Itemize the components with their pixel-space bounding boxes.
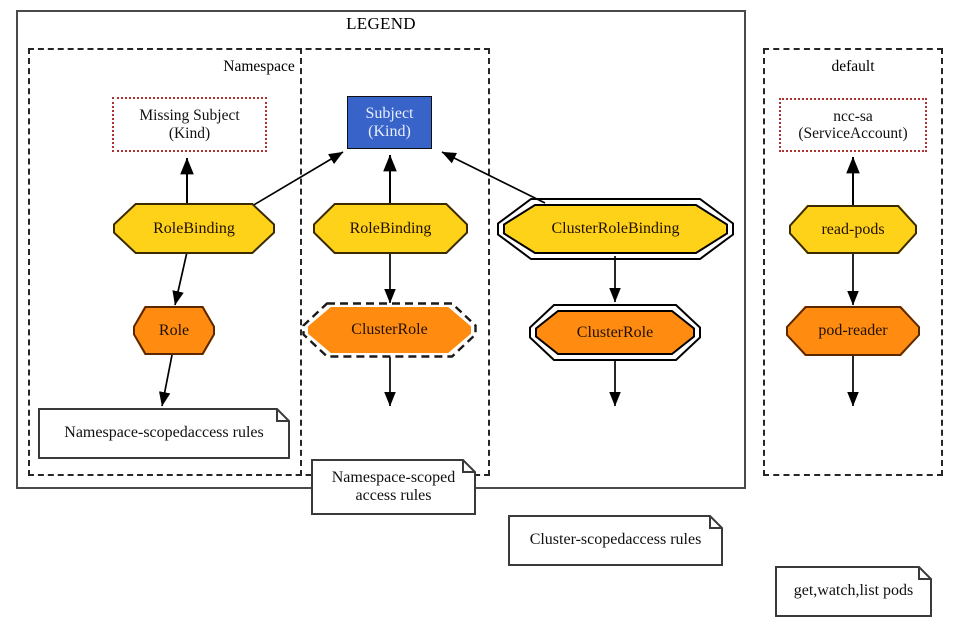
note-line1: Cluster-scopedaccess rules [529,531,702,549]
node-ncc-sa-line2: (ServiceAccount) [798,125,908,142]
cluster-default [763,48,943,476]
note-line2: access rules [355,487,432,504]
node-subject-line2: (Kind) [368,122,411,140]
note-cluster-rules[interactable]: Cluster-scopedaccess rules [508,515,723,566]
node-clusterrole-double[interactable]: ClusterRole [529,304,701,361]
cluster-namespace-title: Namespace [223,58,295,75]
note-line1: Namespace-scopedaccess rules [64,424,264,442]
namespace-subcluster-divider-1 [300,48,302,476]
node-ncc-sa-label: ncc-sa (ServiceAccount) [798,108,907,143]
note-line1: Namespace-scoped [331,468,456,486]
node-clusterrole-dashed-label: ClusterRole [308,307,471,353]
note-namespace-rules-left[interactable]: Namespace-scopedaccess rules [38,408,290,459]
diagram-canvas: LEGEND Namespace default [16,10,943,617]
node-role-label: Role [133,306,215,355]
node-rolebinding-left[interactable]: RoleBinding [113,203,275,254]
note-shape [38,408,290,459]
note-sa-rules[interactable]: get,watch,list pods [775,566,932,617]
note-cluster-rules-label: Cluster-scopedaccess rules [508,515,723,566]
node-read-pods[interactable]: read-pods [789,205,917,254]
note-namespace-rules-mid-label: Namespace-scoped access rules [311,459,476,515]
node-subject[interactable]: Subject (Kind) [347,96,432,149]
node-clusterrole-dashed[interactable]: ClusterRole [302,302,477,358]
node-pod-reader[interactable]: pod-reader [786,306,920,356]
node-missing-subject-line2: (Kind) [168,124,211,142]
node-subject-line1: Subject [365,104,414,122]
node-read-pods-label: read-pods [789,205,917,254]
node-missing-subject[interactable]: Missing Subject (Kind) [112,97,267,152]
node-clusterrole-double-label: ClusterRole [536,310,694,355]
node-rolebinding-mid-label: RoleBinding [313,203,468,254]
node-missing-subject-label: Missing Subject (Kind) [139,107,239,142]
note-sa-rules-label: get,watch,list pods [775,566,932,617]
node-clusterrolebinding[interactable]: ClusterRoleBinding [497,198,734,260]
node-missing-subject-line1: Missing Subject [139,107,240,125]
node-ncc-sa[interactable]: ncc-sa (ServiceAccount) [779,98,927,152]
node-rolebinding-mid[interactable]: RoleBinding [313,203,468,254]
node-role[interactable]: Role [133,306,215,355]
node-ncc-sa-line1: ncc-sa [833,107,873,125]
cluster-legend-title: LEGEND [346,14,416,33]
node-clusterrolebinding-label: ClusterRoleBinding [504,204,727,254]
node-pod-reader-label: pod-reader [786,306,920,356]
note-line1: get,watch,list pods [793,582,914,600]
node-subject-label: Subject (Kind) [366,105,414,141]
cluster-default-title: default [831,58,875,75]
note-namespace-rules-left-label: Namespace-scopedaccess rules [38,408,290,459]
note-namespace-rules-mid[interactable]: Namespace-scoped access rules [311,459,476,515]
cluster-namespace [28,48,490,476]
node-rolebinding-left-label: RoleBinding [113,203,275,254]
